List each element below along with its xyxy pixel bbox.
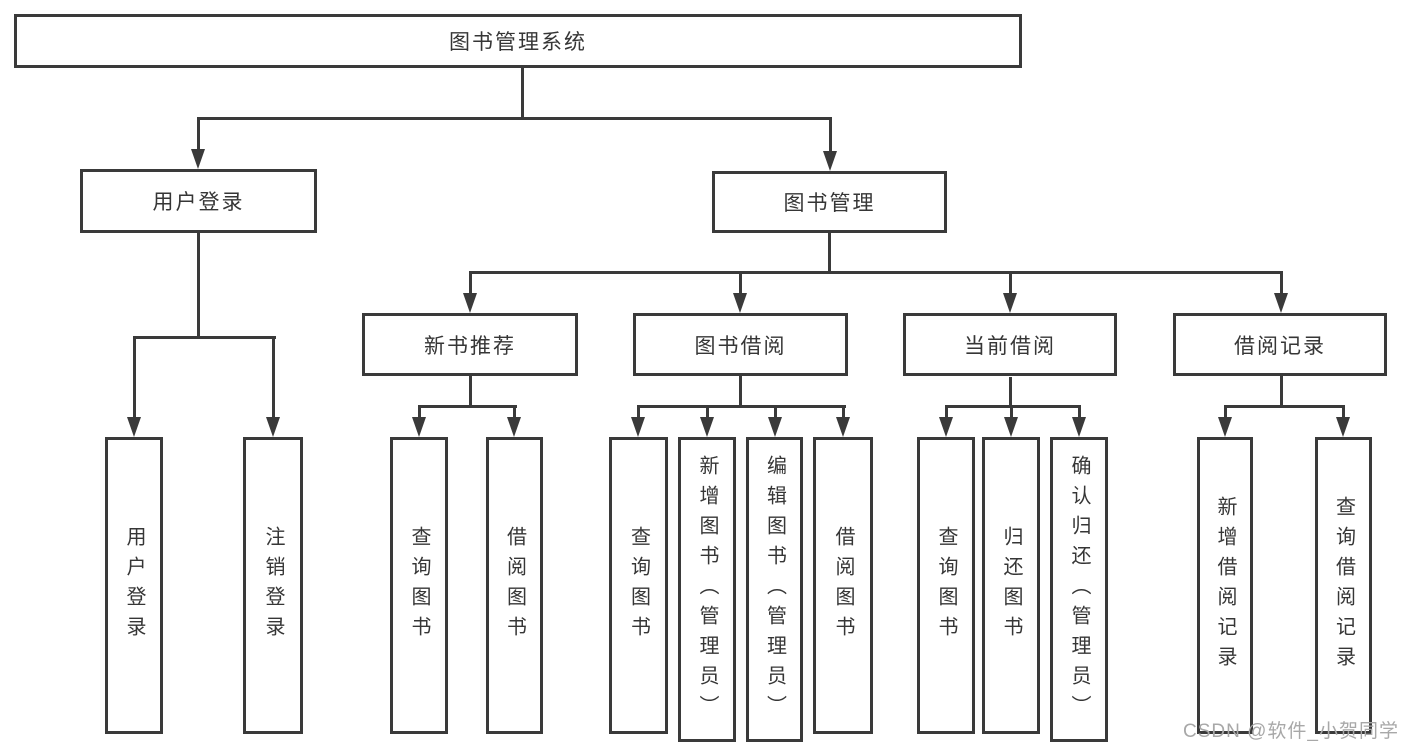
connector-line — [513, 405, 516, 419]
connector-line — [1342, 405, 1345, 419]
connector-line — [1010, 405, 1013, 419]
node-current-borrow: 当前借阅 — [903, 313, 1117, 376]
connector-line — [1009, 377, 1012, 408]
node-root: 图书管理系统 — [14, 14, 1022, 68]
arrowhead-icon — [1072, 417, 1086, 437]
leaf-confirm-return-admin: 确认归还（管理员） — [1050, 437, 1108, 742]
arrowhead-icon — [1003, 293, 1017, 313]
arrowhead-icon — [768, 417, 782, 437]
connector-line — [739, 376, 742, 408]
node-user-login: 用户登录 — [80, 169, 317, 233]
connector-line — [739, 271, 742, 295]
connector-line — [1280, 271, 1283, 295]
connector-line — [1009, 271, 1012, 295]
connector-line — [842, 405, 845, 419]
node-new-book-recommend: 新书推荐 — [362, 313, 578, 376]
connector-line — [197, 233, 200, 338]
leaf-query-borrow-record: 查询借阅记录 — [1315, 437, 1372, 734]
arrowhead-icon — [1274, 293, 1288, 313]
arrowhead-icon — [939, 417, 953, 437]
leaf-borrow-books-recommend: 借阅图书 — [486, 437, 543, 734]
connector-line — [1078, 405, 1081, 419]
connector-line — [133, 336, 276, 339]
connector-line — [469, 271, 472, 295]
connector-line — [829, 117, 832, 153]
leaf-query-books-current: 查询图书 — [917, 437, 975, 734]
arrowhead-icon — [191, 149, 205, 169]
leaf-return-books: 归还图书 — [982, 437, 1040, 734]
arrowhead-icon — [700, 417, 714, 437]
connector-line — [945, 405, 1081, 408]
connector-line — [418, 405, 421, 419]
leaf-logout: 注销登录 — [243, 437, 303, 734]
watermark: CSDN @软件_小贺同学 — [1183, 721, 1399, 742]
arrowhead-icon — [1004, 417, 1018, 437]
leaf-add-borrow-record: 新增借阅记录 — [1197, 437, 1253, 734]
connector-line — [272, 336, 275, 419]
arrowhead-icon — [1336, 417, 1350, 437]
arrowhead-icon — [463, 293, 477, 313]
leaf-query-books-borrow: 查询图书 — [609, 437, 668, 734]
connector-line — [521, 68, 524, 117]
arrowhead-icon — [266, 417, 280, 437]
arrowhead-icon — [823, 151, 837, 171]
leaf-edit-books-admin: 编辑图书（管理员） — [746, 437, 803, 742]
node-book-borrow: 图书借阅 — [633, 313, 848, 376]
connector-line — [469, 376, 472, 408]
connector-line — [469, 271, 1283, 274]
arrowhead-icon — [507, 417, 521, 437]
connector-line — [133, 336, 136, 419]
arrowhead-icon — [1218, 417, 1232, 437]
connector-line — [774, 405, 777, 419]
arrowhead-icon — [733, 293, 747, 313]
connector-line — [1224, 405, 1345, 408]
connector-line — [197, 117, 832, 120]
connector-line — [418, 405, 517, 408]
leaf-add-books-admin: 新增图书（管理员） — [678, 437, 736, 742]
connector-line — [1224, 405, 1227, 419]
node-book-management: 图书管理 — [712, 171, 947, 233]
arrowhead-icon — [412, 417, 426, 437]
connector-line — [637, 405, 640, 419]
node-borrow-records: 借阅记录 — [1173, 313, 1387, 376]
arrowhead-icon — [836, 417, 850, 437]
leaf-user-login: 用户登录 — [105, 437, 163, 734]
arrowhead-icon — [127, 417, 141, 437]
connector-line — [197, 117, 200, 151]
connector-line — [1280, 376, 1283, 408]
connector-line — [828, 233, 831, 274]
arrowhead-icon — [631, 417, 645, 437]
connector-line — [637, 405, 846, 408]
leaf-query-books-recommend: 查询图书 — [390, 437, 448, 734]
connector-line — [945, 405, 948, 419]
leaf-borrow-books: 借阅图书 — [813, 437, 873, 734]
connector-line — [706, 405, 709, 419]
